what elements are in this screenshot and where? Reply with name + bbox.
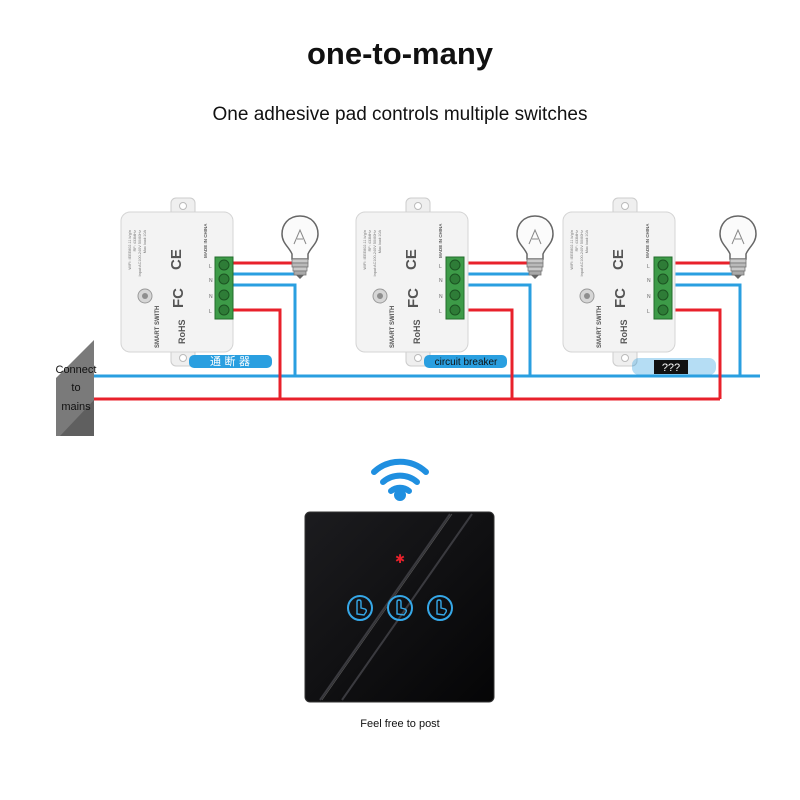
breaker-label-bg: [654, 360, 688, 374]
module-spec-text: Input:AC100-240V 50/60Hz: [580, 230, 584, 277]
touch-finger-icon: [436, 599, 448, 616]
module-3-wiring: [672, 261, 742, 399]
breaker-label-2: circuit breaker: [435, 357, 498, 368]
module-spec-text: RF: 433MHz: [575, 230, 579, 251]
module-spec-text: Max load:10A: [585, 230, 589, 254]
module-made-in-text: MADE IN CHINA: [438, 223, 443, 258]
terminal-label: L: [209, 309, 212, 315]
module-spec-text: WIFI: IEEE802.11 b/g/n: [570, 230, 574, 270]
module-spec-text: Input:AC100-240V 50/60Hz: [373, 230, 377, 277]
module-rohs-mark: RoHS: [412, 320, 422, 345]
module-spec-text: Input:AC100-240V 50/60Hz: [138, 230, 142, 277]
bulb-icon: [281, 215, 319, 280]
breaker-label-1: 通 断 器: [210, 354, 250, 368]
touch-finger-icon: [396, 599, 408, 616]
terminal-label: L: [647, 309, 650, 315]
module-fc-mark: FC: [612, 288, 629, 308]
module-spec-text: Max load:10A: [378, 230, 382, 254]
page-subtitle: One adhesive pad controls multiple switc…: [212, 104, 588, 125]
touch-button-3[interactable]: [427, 595, 453, 621]
relay-module-3: WIFI: IEEE802.11 b/g/n RF: 433MHz Input:…: [562, 197, 676, 367]
terminal-label: N: [439, 294, 443, 300]
terminal-label: L: [439, 309, 442, 315]
breaker-label-3: ???: [662, 362, 680, 374]
terminal-label: N: [209, 278, 213, 284]
module-brand-text: SMART SWITH: [155, 306, 161, 348]
module-spec-text: Max load:10A: [143, 230, 147, 254]
module-brand-text: SMART SWITH: [390, 306, 396, 348]
panel-caption: Feel free to post: [360, 718, 440, 730]
wall-hatch-icon: [56, 340, 94, 436]
module-rohs-mark: RoHS: [177, 320, 187, 345]
module-2-wiring: [468, 261, 532, 399]
wifi-icon: [371, 458, 429, 501]
terminal-label: N: [647, 294, 651, 300]
module-brand-text: SMART SWITH: [597, 306, 603, 348]
terminal-label: L: [439, 264, 442, 270]
touch-panel: ✱: [304, 511, 495, 703]
module-spec-text: RF: 433MHz: [133, 230, 137, 251]
breaker-label-bg: [189, 355, 272, 368]
module-fc-mark: FC: [405, 288, 422, 308]
terminal-label: N: [439, 278, 443, 284]
touch-button-1[interactable]: [347, 595, 373, 621]
module-spec-text: WIFI: IEEE802.11 b/g/n: [128, 230, 132, 270]
module-spec-text: RF: 433MHz: [368, 230, 372, 251]
module-ce-mark: CE: [168, 249, 185, 270]
module-made-in-text: MADE IN CHINA: [645, 223, 650, 258]
relay-module-1: WIFI: IEEE802.11 b/g/n RF: 433MHz Input:…: [120, 197, 234, 367]
breaker-label-bg: [424, 355, 507, 368]
terminal-label: L: [647, 264, 650, 270]
terminal-label: N: [647, 278, 651, 284]
module-rohs-mark: RoHS: [619, 320, 629, 345]
mains-label: mains: [61, 401, 91, 413]
module-ce-mark: CE: [403, 249, 420, 270]
module-fc-mark: FC: [170, 288, 187, 308]
module-1-wiring: [233, 261, 300, 399]
mains-label: Connect: [56, 364, 97, 376]
terminal-label: N: [209, 294, 213, 300]
mains-label: to: [71, 382, 80, 394]
terminal-label: L: [209, 264, 212, 270]
page-title: one-to-many: [307, 36, 493, 71]
relay-module-2: WIFI: IEEE802.11 b/g/n RF: 433MHz Input:…: [355, 197, 469, 367]
bulb-icon: [516, 215, 554, 280]
module-spec-text: WIFI: IEEE802.11 b/g/n: [363, 230, 367, 270]
indicator-light: ✱: [395, 552, 405, 566]
module-made-in-text: MADE IN CHINA: [203, 223, 208, 258]
module-ce-mark: CE: [610, 249, 627, 270]
bulb-icon: [719, 215, 757, 280]
touch-finger-icon: [356, 599, 368, 616]
touch-button-2[interactable]: [387, 595, 413, 621]
